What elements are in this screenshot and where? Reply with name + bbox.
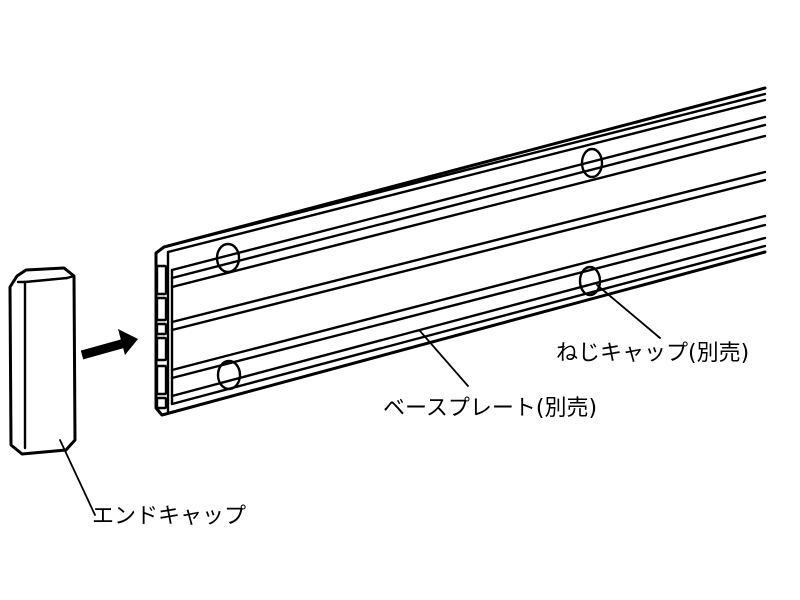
end-cap <box>8 266 77 456</box>
base-plate <box>154 86 767 417</box>
leader-end-cap <box>59 439 96 516</box>
end-cap-label: エンドキャップ <box>92 504 247 529</box>
screw-hole-lower-right <box>578 265 602 297</box>
leader-screw-cap <box>596 284 661 339</box>
base-plate-label: ベースプレート(別売) <box>383 396 598 421</box>
screw-cap-label: ねじキャップ(別売) <box>556 341 750 366</box>
screw-hole-upper-right <box>580 147 604 179</box>
insertion-arrow <box>80 329 138 360</box>
leader-base-plate <box>419 330 469 387</box>
screw-hole-lower-left <box>216 359 242 391</box>
screw-hole-upper-left <box>215 242 241 274</box>
